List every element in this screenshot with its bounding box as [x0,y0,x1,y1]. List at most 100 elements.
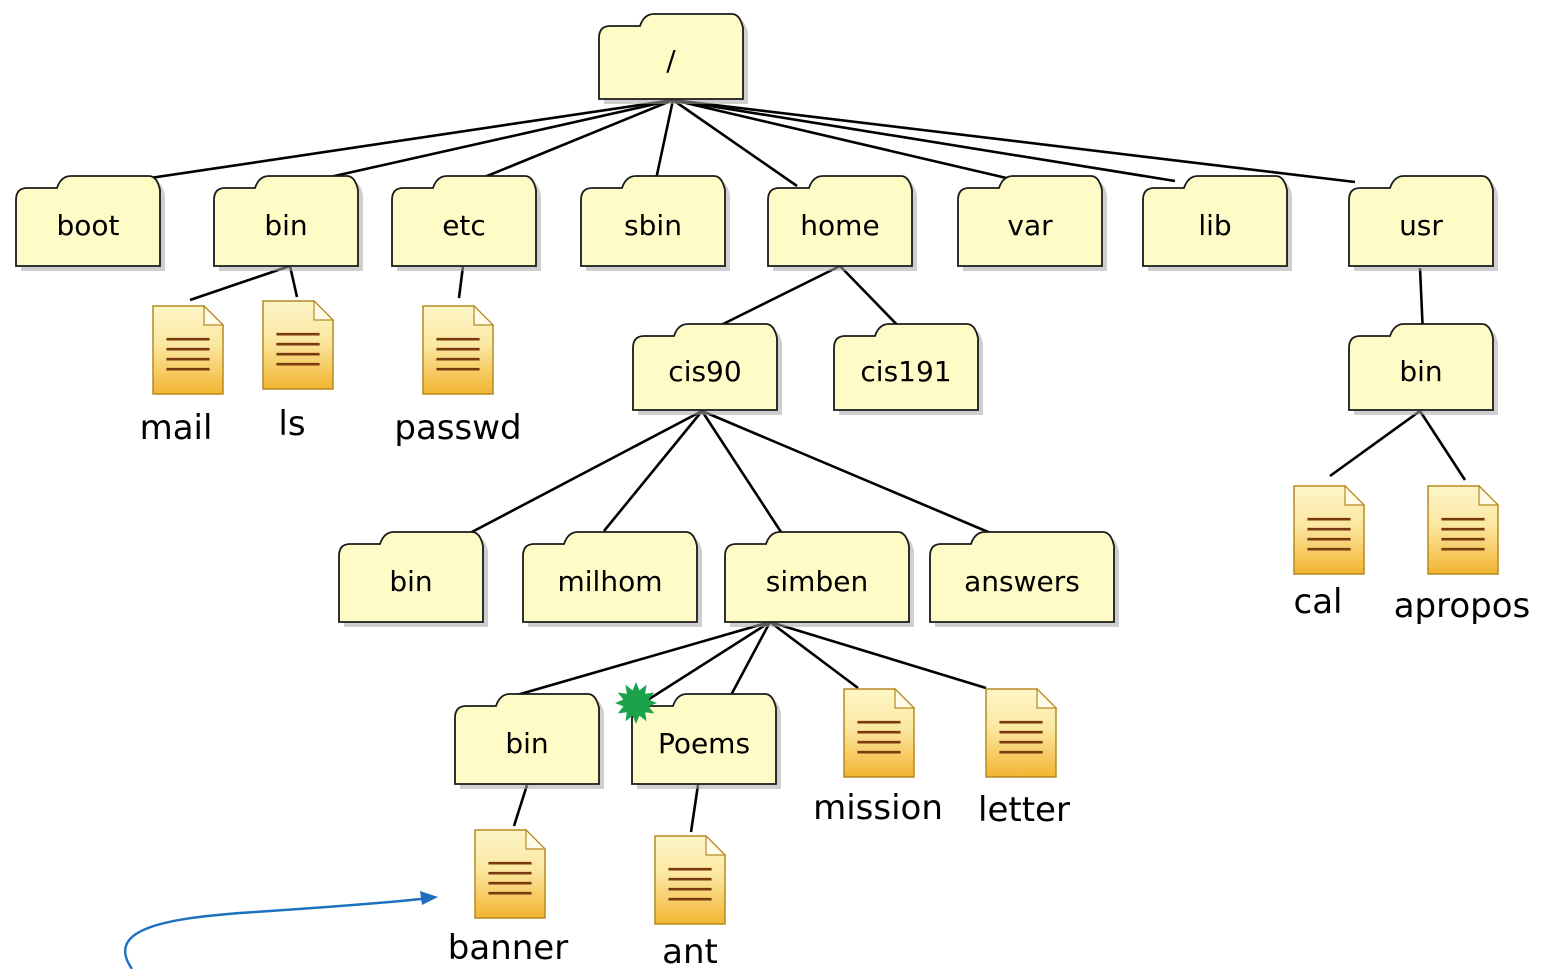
tree-edge [509,620,771,699]
folder-icon [724,531,914,627]
folder-root: / [598,13,748,104]
file-ls [262,299,335,390]
folder-poems-label: Poems [657,726,751,760]
tree-edge [457,265,465,299]
folder-var-label: var [1007,208,1053,242]
file-apropos [1427,484,1500,575]
file-mail-label: mail [139,408,213,448]
file-cal-label: cal [1293,582,1343,622]
folder-sbin-label: sbin [624,208,682,242]
folder-root-label: / [666,44,676,77]
folder-icon [767,175,917,271]
file-mail [152,304,225,395]
folder-cis90-label: cis90 [668,354,742,388]
folder-cis90-bin-label: bin [389,564,433,598]
tree-edge [689,784,700,833]
folder-etc-label: etc [442,208,486,242]
pointer-arrow [124,896,431,969]
document-icon [474,828,547,919]
file-passwd [422,304,495,395]
document-icon [262,299,335,390]
folder-icon [833,323,983,415]
folder-answers-label: answers [964,564,1080,598]
tree-edge [89,98,674,189]
folder-usr-label: usr [1399,208,1443,242]
folder-simben: simben [724,531,914,627]
star-burst-icon [615,682,657,724]
folder-icon [213,175,363,271]
file-apropos-label: apropos [1393,586,1531,626]
folder-bin: bin [213,175,363,271]
document-icon [654,834,727,925]
tree-edge [700,410,783,533]
folder-usr-bin: bin [1348,323,1498,415]
folder-icon [522,531,702,627]
folder-poems: Poems [631,693,781,789]
file-letter [985,687,1058,778]
folder-icon [15,175,165,271]
folder-icon [338,531,488,627]
tree-edge [189,264,291,302]
folder-answers: answers [929,531,1119,627]
folder-boot: boot [15,175,165,271]
arrow-head-icon [420,891,438,905]
folder-icon [632,323,782,415]
folder-milhom-label: milhom [557,564,663,598]
tree-edge [672,98,1356,184]
folder-simben-bin: bin [454,693,604,789]
file-mission-label: mission [813,788,943,828]
folder-cis90: cis90 [632,323,782,415]
folder-icon [598,13,748,104]
folder-boot-label: boot [56,208,120,242]
folder-cis191-label: cis191 [860,354,952,388]
folder-simben-label: simben [765,564,869,598]
document-icon [1293,484,1366,575]
folder-icon [391,175,541,271]
folder-home: home [767,175,917,271]
folder-var: var [957,175,1107,271]
tree-edge [289,98,674,188]
folder-bin-label: bin [264,208,308,242]
folder-icon [957,175,1107,271]
tree-edge [653,99,675,185]
folder-icon [454,693,604,789]
tree-edge [464,98,674,187]
document-icon [985,687,1058,778]
tree-edge [1418,410,1467,481]
file-banner-label: banner [447,928,569,968]
tree-edge [672,98,798,188]
folder-icon [929,531,1119,627]
tree-edge [512,784,529,827]
file-passwd-label: passwd [394,408,522,448]
folder-simben-bin-label: bin [505,726,549,760]
tree-edge [704,264,841,335]
file-cal [1293,484,1366,575]
tree-edge [602,410,704,532]
file-ant-label: ant [662,932,718,972]
document-icon [843,687,916,778]
tree-edge [1329,409,1421,478]
folder-milhom: milhom [522,531,702,627]
tree-edge [634,620,771,710]
file-mission [843,687,916,778]
folder-etc: etc [391,175,541,271]
document-icon [1427,484,1500,575]
folder-lib: lib [1142,175,1292,271]
file-banner [474,828,547,919]
folder-usr: usr [1348,175,1498,271]
folder-cis90-bin: bin [338,531,488,627]
folder-lib-label: lib [1198,208,1232,242]
file-ls-label: ls [278,404,306,444]
file-ant [654,834,727,925]
tree-edge [672,98,1176,183]
tree-edge [769,620,859,690]
folder-home-label: home [800,208,880,242]
folder-icon [580,175,730,271]
document-icon [152,304,225,395]
folder-icon [1348,175,1498,271]
folder-icon [1142,175,1292,271]
tree-edge [469,409,703,535]
folder-cis191: cis191 [833,323,983,415]
tree-edge [288,265,299,298]
